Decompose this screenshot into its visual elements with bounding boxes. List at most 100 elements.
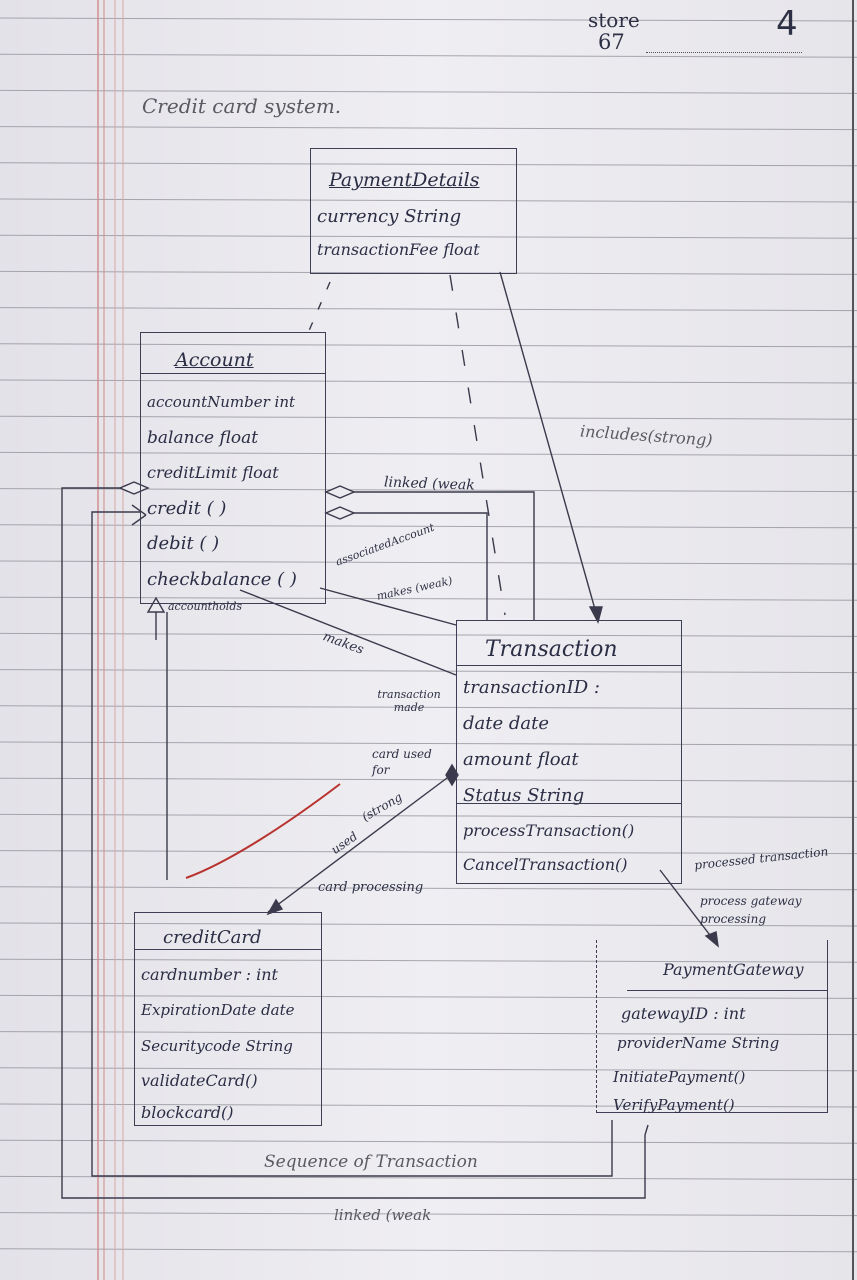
class-credit-card: creditCard cardnumber : int ExpirationDa…	[134, 912, 322, 1126]
divider	[457, 665, 681, 666]
aggregation-diamond-top	[324, 485, 356, 499]
associated-account-line	[330, 512, 488, 620]
ruled-line	[0, 1248, 857, 1253]
inheritance-triangle	[146, 596, 166, 613]
transaction-made-label: transaction made	[377, 688, 441, 714]
ruled-line	[0, 777, 857, 782]
method: processTransaction()	[463, 821, 635, 840]
class-name: PaymentDetails	[329, 169, 480, 191]
ruled-line	[0, 741, 857, 746]
includes-arrow	[499, 271, 599, 621]
ruled-line	[0, 17, 857, 22]
linked-weak-line	[340, 491, 535, 620]
linked-weak-label: linked (weak	[383, 474, 475, 494]
ruled-line	[0, 198, 857, 203]
linked-weak-bottom-label: linked (weak	[334, 1206, 432, 1224]
ruled-line	[0, 415, 857, 420]
ruled-line	[0, 1067, 857, 1072]
method: debit ( )	[147, 533, 220, 554]
attribute: date date	[463, 713, 550, 734]
divider	[627, 990, 827, 991]
attribute: ExpirationDate date	[141, 1001, 295, 1019]
divider	[135, 949, 321, 950]
attribute: balance float	[147, 428, 259, 448]
ruled-line	[0, 524, 857, 529]
attribute: providerName String	[617, 1034, 780, 1052]
ruled-line	[0, 922, 857, 927]
outer-loop-diamond	[118, 481, 150, 495]
store-number: 67	[598, 30, 625, 54]
class-payment-details: PaymentDetails currency String transacti…	[310, 148, 517, 274]
ruled-line	[0, 379, 857, 384]
ruled-line	[0, 1175, 857, 1180]
store-label: store	[588, 8, 640, 32]
ruled-line	[0, 343, 857, 348]
ruled-line	[0, 1139, 857, 1144]
dependency-dash-1	[449, 274, 506, 616]
account-holds-label: accountholds	[168, 600, 243, 613]
method: credit ( )	[147, 498, 227, 519]
attribute: Status String	[463, 785, 585, 806]
includes-arrowhead	[588, 606, 603, 624]
aggregation-diamond-mid	[324, 506, 356, 520]
makes-line-2	[239, 589, 457, 676]
ruled-line	[0, 270, 857, 275]
attribute: Securitycode String	[141, 1037, 293, 1055]
method: blockcard()	[141, 1103, 234, 1122]
ruled-line	[0, 813, 857, 818]
ruled-line	[0, 1031, 857, 1036]
attribute: transactionID :	[463, 677, 600, 698]
ruled-line	[0, 994, 857, 999]
card-used-label: card used for	[372, 747, 432, 777]
page-number: 4	[776, 4, 798, 44]
class-name: Transaction	[485, 637, 618, 662]
ruled-line	[0, 307, 857, 312]
composition-mark	[445, 763, 459, 787]
ruled-line	[0, 596, 857, 601]
page-title: Credit card system.	[142, 94, 342, 118]
ruled-line	[0, 632, 857, 637]
ruled-line	[0, 162, 857, 167]
method: InitiatePayment()	[613, 1068, 746, 1086]
class-payment-gateway: PaymentGateway gatewayID : int providerN…	[596, 940, 828, 1114]
divider	[457, 803, 681, 804]
processed-line	[659, 869, 717, 944]
card-processing-label: card processing	[318, 880, 424, 895]
ruled-line	[0, 850, 857, 855]
ruled-line	[0, 89, 857, 94]
linked-weak-loop	[91, 511, 613, 1177]
makes-line-1	[319, 587, 457, 626]
class-name: PaymentGateway	[663, 960, 804, 979]
ruled-line	[0, 705, 857, 710]
ruled-line	[0, 1103, 857, 1108]
class-transaction: Transaction transactionID : date date am…	[456, 620, 682, 884]
ruled-line	[0, 958, 857, 963]
sequence-label: Sequence of Transaction	[264, 1152, 478, 1172]
header-dotted-line	[646, 52, 802, 53]
method: CancelTransaction()	[463, 855, 628, 874]
attribute: cardnumber : int	[141, 965, 278, 984]
ruled-line	[0, 886, 857, 891]
attribute: currency String	[317, 206, 462, 227]
ruled-line	[0, 451, 857, 456]
method: validateCard()	[141, 1071, 258, 1090]
card-used-arrowhead	[266, 898, 284, 916]
red-pen-stroke	[185, 783, 341, 879]
process-gateway-label: process gateway processing	[700, 894, 802, 926]
ruled-line	[0, 53, 857, 58]
method: checkbalance ( )	[147, 569, 297, 590]
ruled-line	[0, 669, 857, 674]
class-name: Account	[175, 349, 254, 371]
processed-arrowhead	[704, 931, 719, 948]
ruled-line	[0, 126, 857, 131]
ruled-line	[0, 1212, 857, 1217]
divider	[141, 373, 325, 374]
class-account: Account accountNumber int balance float …	[140, 332, 326, 604]
attribute: accountNumber int	[147, 393, 296, 411]
ruled-line	[0, 234, 857, 239]
card-used-line	[267, 771, 456, 913]
class-name: creditCard	[163, 927, 262, 948]
method: VerifyPayment()	[613, 1096, 735, 1114]
